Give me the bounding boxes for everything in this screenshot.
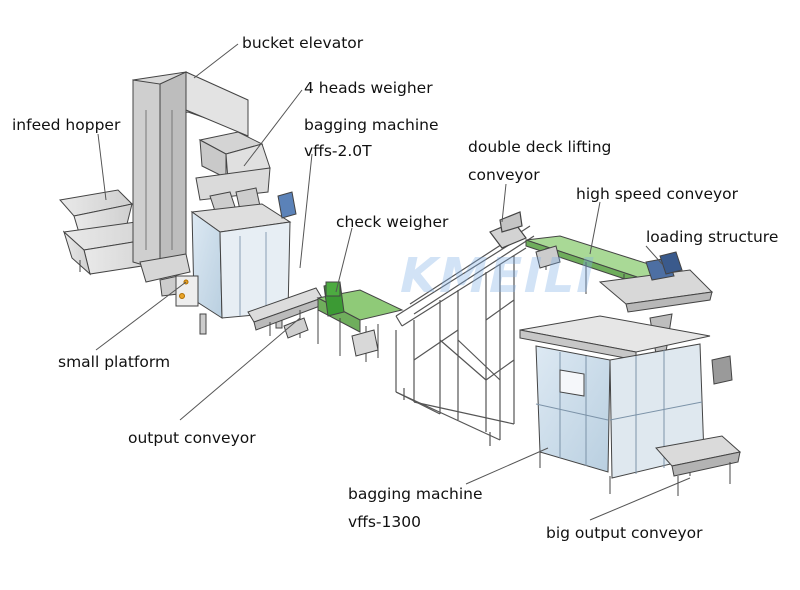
bagging-machine-small bbox=[175, 191, 297, 335]
label-bucket-elevator: bucket elevator bbox=[242, 34, 364, 52]
output-conveyor bbox=[247, 287, 323, 344]
four-heads-weigher bbox=[195, 131, 271, 227]
label-check-weigher: check weigher bbox=[336, 213, 449, 231]
label-output-conveyor: output conveyor bbox=[128, 429, 256, 447]
label-big-output-conveyor: big output conveyor bbox=[546, 524, 703, 542]
label-bagging-machine-large-line1: bagging machine bbox=[348, 485, 483, 503]
check-weigher bbox=[316, 281, 404, 362]
label-loading-structure: loading structure bbox=[646, 228, 779, 246]
label-double-deck-line1: double deck lifting bbox=[468, 138, 612, 156]
bucket-elevator bbox=[132, 71, 249, 297]
big-output-conveyor bbox=[655, 435, 742, 496]
label-infeed-hopper: infeed hopper bbox=[12, 116, 121, 134]
label-high-speed-conveyor: high speed conveyor bbox=[576, 185, 739, 203]
double-deck-lifting-conveyor bbox=[395, 211, 535, 446]
label-bagging-machine-large-line2: vffs-1300 bbox=[348, 513, 421, 531]
label-four-heads-weigher: 4 heads weigher bbox=[304, 79, 433, 97]
label-small-platform: small platform bbox=[58, 353, 171, 371]
leader-lines bbox=[95, 43, 691, 521]
label-bagging-machine-small-line2: vffs-2.0T bbox=[304, 142, 372, 160]
brand-watermark: KMEILI bbox=[394, 248, 603, 304]
label-bagging-machine-small-line1: bagging machine bbox=[304, 116, 439, 134]
label-double-deck-line2: conveyor bbox=[468, 166, 540, 184]
